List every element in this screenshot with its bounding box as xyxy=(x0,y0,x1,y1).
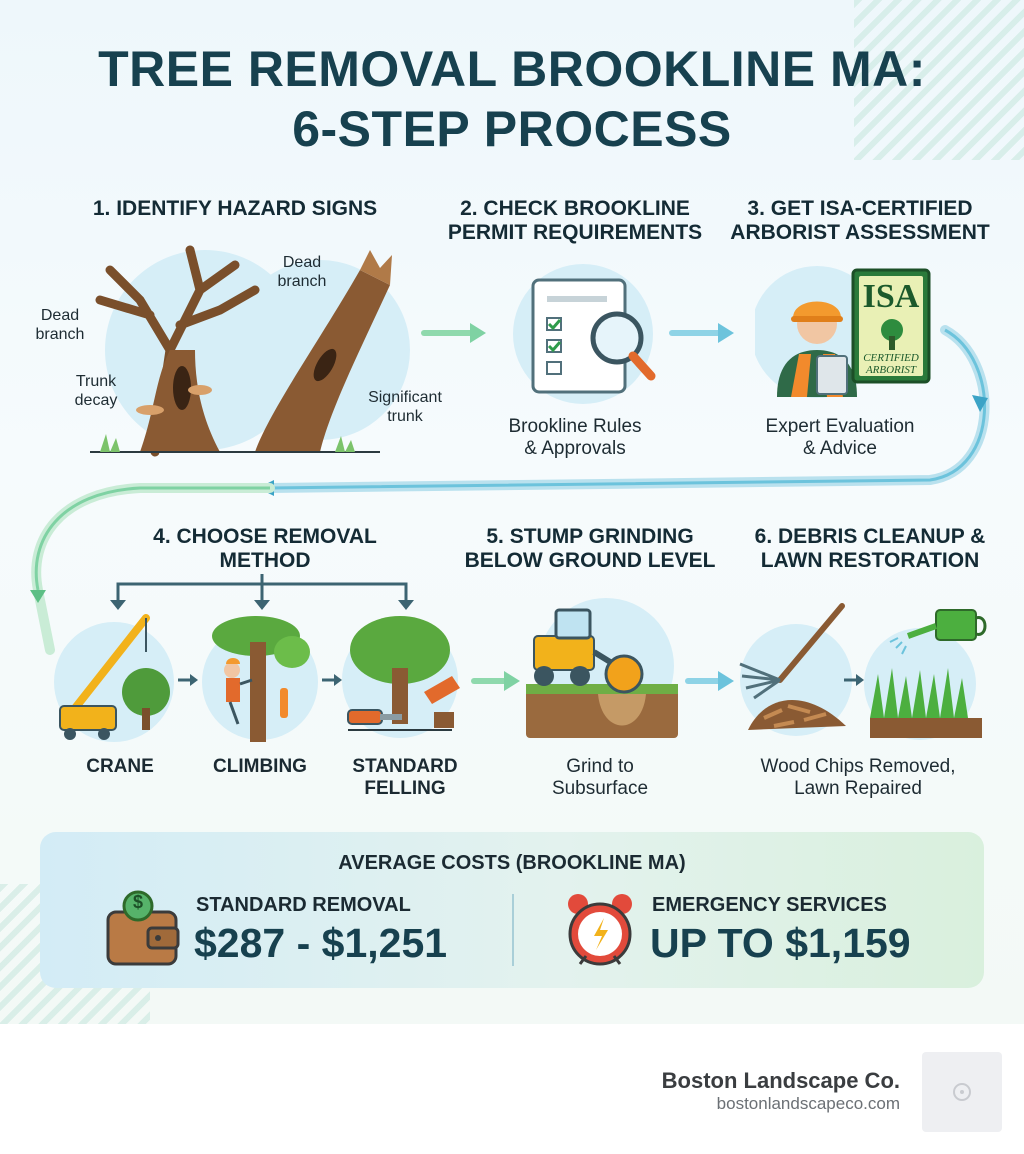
step5-title-line1: 5. STUMP GRINDING xyxy=(486,525,694,548)
wallet-icon xyxy=(106,890,180,966)
brand-name: Boston Landscape Co. xyxy=(661,1068,900,1093)
step3-title-line2: ARBORIST ASSESSMENT xyxy=(730,221,990,244)
step6-caption-line2: Lawn Repaired xyxy=(794,778,922,799)
emergency-services-value: UP TO $1,159 xyxy=(650,920,911,966)
arrow-step5-to-step6 xyxy=(685,671,734,691)
footer: Boston Landscape Co. bostonlandscapeco.c… xyxy=(0,1024,1024,1154)
crane-illustration xyxy=(54,614,174,742)
step2-title-line2: PERMIT REQUIREMENTS xyxy=(447,221,703,244)
isa-badge-sub1: CERTIFIED xyxy=(863,352,919,364)
step3-caption-line1: Expert Evaluation xyxy=(765,416,915,437)
arrow-climbing-to-felling xyxy=(322,674,342,686)
arrow-crane-to-climbing xyxy=(178,674,198,686)
permit-document-icon xyxy=(513,264,656,404)
step6-title-line2: LAWN RESTORATION xyxy=(760,549,980,572)
isa-badge-tree-icon xyxy=(881,319,903,350)
step4-title-line1: 4. CHOOSE REMOVAL xyxy=(153,525,377,548)
method-felling-label-line1: STANDARD xyxy=(352,756,458,777)
emergency-services-label: EMERGENCY SERVICES xyxy=(652,894,887,916)
lawn-watering-illustration xyxy=(864,609,987,740)
alarm-clock-icon xyxy=(568,894,632,966)
method-branch-arrows xyxy=(110,574,414,610)
hazard-trees-illustration xyxy=(90,245,410,457)
step4-title-line2: METHOD xyxy=(219,549,311,572)
step5-title-line2: BELOW GROUND LEVEL xyxy=(464,549,716,572)
isa-badge-sub2: ARBORIST xyxy=(865,364,917,376)
step5-caption-line2: Subsurface xyxy=(551,778,649,799)
step6-caption-line1: Wood Chips Removed, xyxy=(760,756,956,777)
cost-panel: AVERAGE COSTS (BROOKLINE MA) $ STANDARD … xyxy=(40,832,984,988)
method-felling-label-line2: FELLING xyxy=(364,778,446,799)
arrow-step4-to-step5 xyxy=(471,671,520,691)
step2-caption-line2: & Approvals xyxy=(524,438,626,459)
cost-heading: AVERAGE COSTS (BROOKLINE MA) xyxy=(338,852,686,874)
callout-dead-branch-left: Dead branch xyxy=(35,307,85,343)
isa-badge-text: ISA xyxy=(862,278,920,315)
step2-title-line1: 2. CHECK BROOKLINE xyxy=(460,197,690,220)
standard-removal-value: $287 - $1,251 xyxy=(194,920,448,966)
flow-connector xyxy=(30,325,990,655)
step5-caption-line1: Grind to xyxy=(566,756,634,777)
standard-removal-label: STANDARD REMOVAL xyxy=(196,894,411,916)
page-title-line2: 6-STEP PROCESS xyxy=(292,101,732,157)
brand-logo-icon xyxy=(953,1083,971,1101)
arrow-debris-to-lawn xyxy=(844,674,864,686)
page-title-line1: TREE REMOVAL BROOKLINE MA: xyxy=(98,41,926,97)
decorative-hatch-top-right xyxy=(854,0,1024,160)
step1-title: 1. IDENTIFY HAZARD SIGNS xyxy=(92,197,378,220)
step6-title-line1: 6. DEBRIS CLEANUP & xyxy=(754,525,986,548)
brand-url[interactable]: bostonlandscapeco.com xyxy=(716,1094,900,1113)
step2-caption-line1: Brookline Rules xyxy=(508,416,642,437)
method-climbing-label: CLIMBING xyxy=(213,756,307,777)
felling-illustration xyxy=(342,616,460,738)
cost-divider xyxy=(512,894,514,966)
arrow-step2-to-step3 xyxy=(669,323,734,343)
stump-grinder-illustration xyxy=(526,598,678,738)
callout-significant-trunk: Significant trunk xyxy=(368,389,442,425)
arrow-step1-to-step2 xyxy=(421,323,486,343)
climbing-illustration xyxy=(202,616,318,742)
method-crane-label: CRANE xyxy=(86,756,154,777)
step3-title-line1: 3. GET ISA-CERTIFIED xyxy=(747,197,973,220)
step3-caption-line2: & Advice xyxy=(803,438,877,459)
infographic-poster: TREE REMOVAL BROOKLINE MA: 6-STEP PROCES… xyxy=(0,0,1024,1024)
rake-debris-illustration xyxy=(739,603,852,736)
callout-dead-branch-right: Dead branch xyxy=(277,254,327,290)
brand-logo xyxy=(922,1052,1002,1132)
wallet-coin-symbol: $ xyxy=(132,892,143,912)
callout-trunk-decay: Trunk decay xyxy=(74,373,118,409)
